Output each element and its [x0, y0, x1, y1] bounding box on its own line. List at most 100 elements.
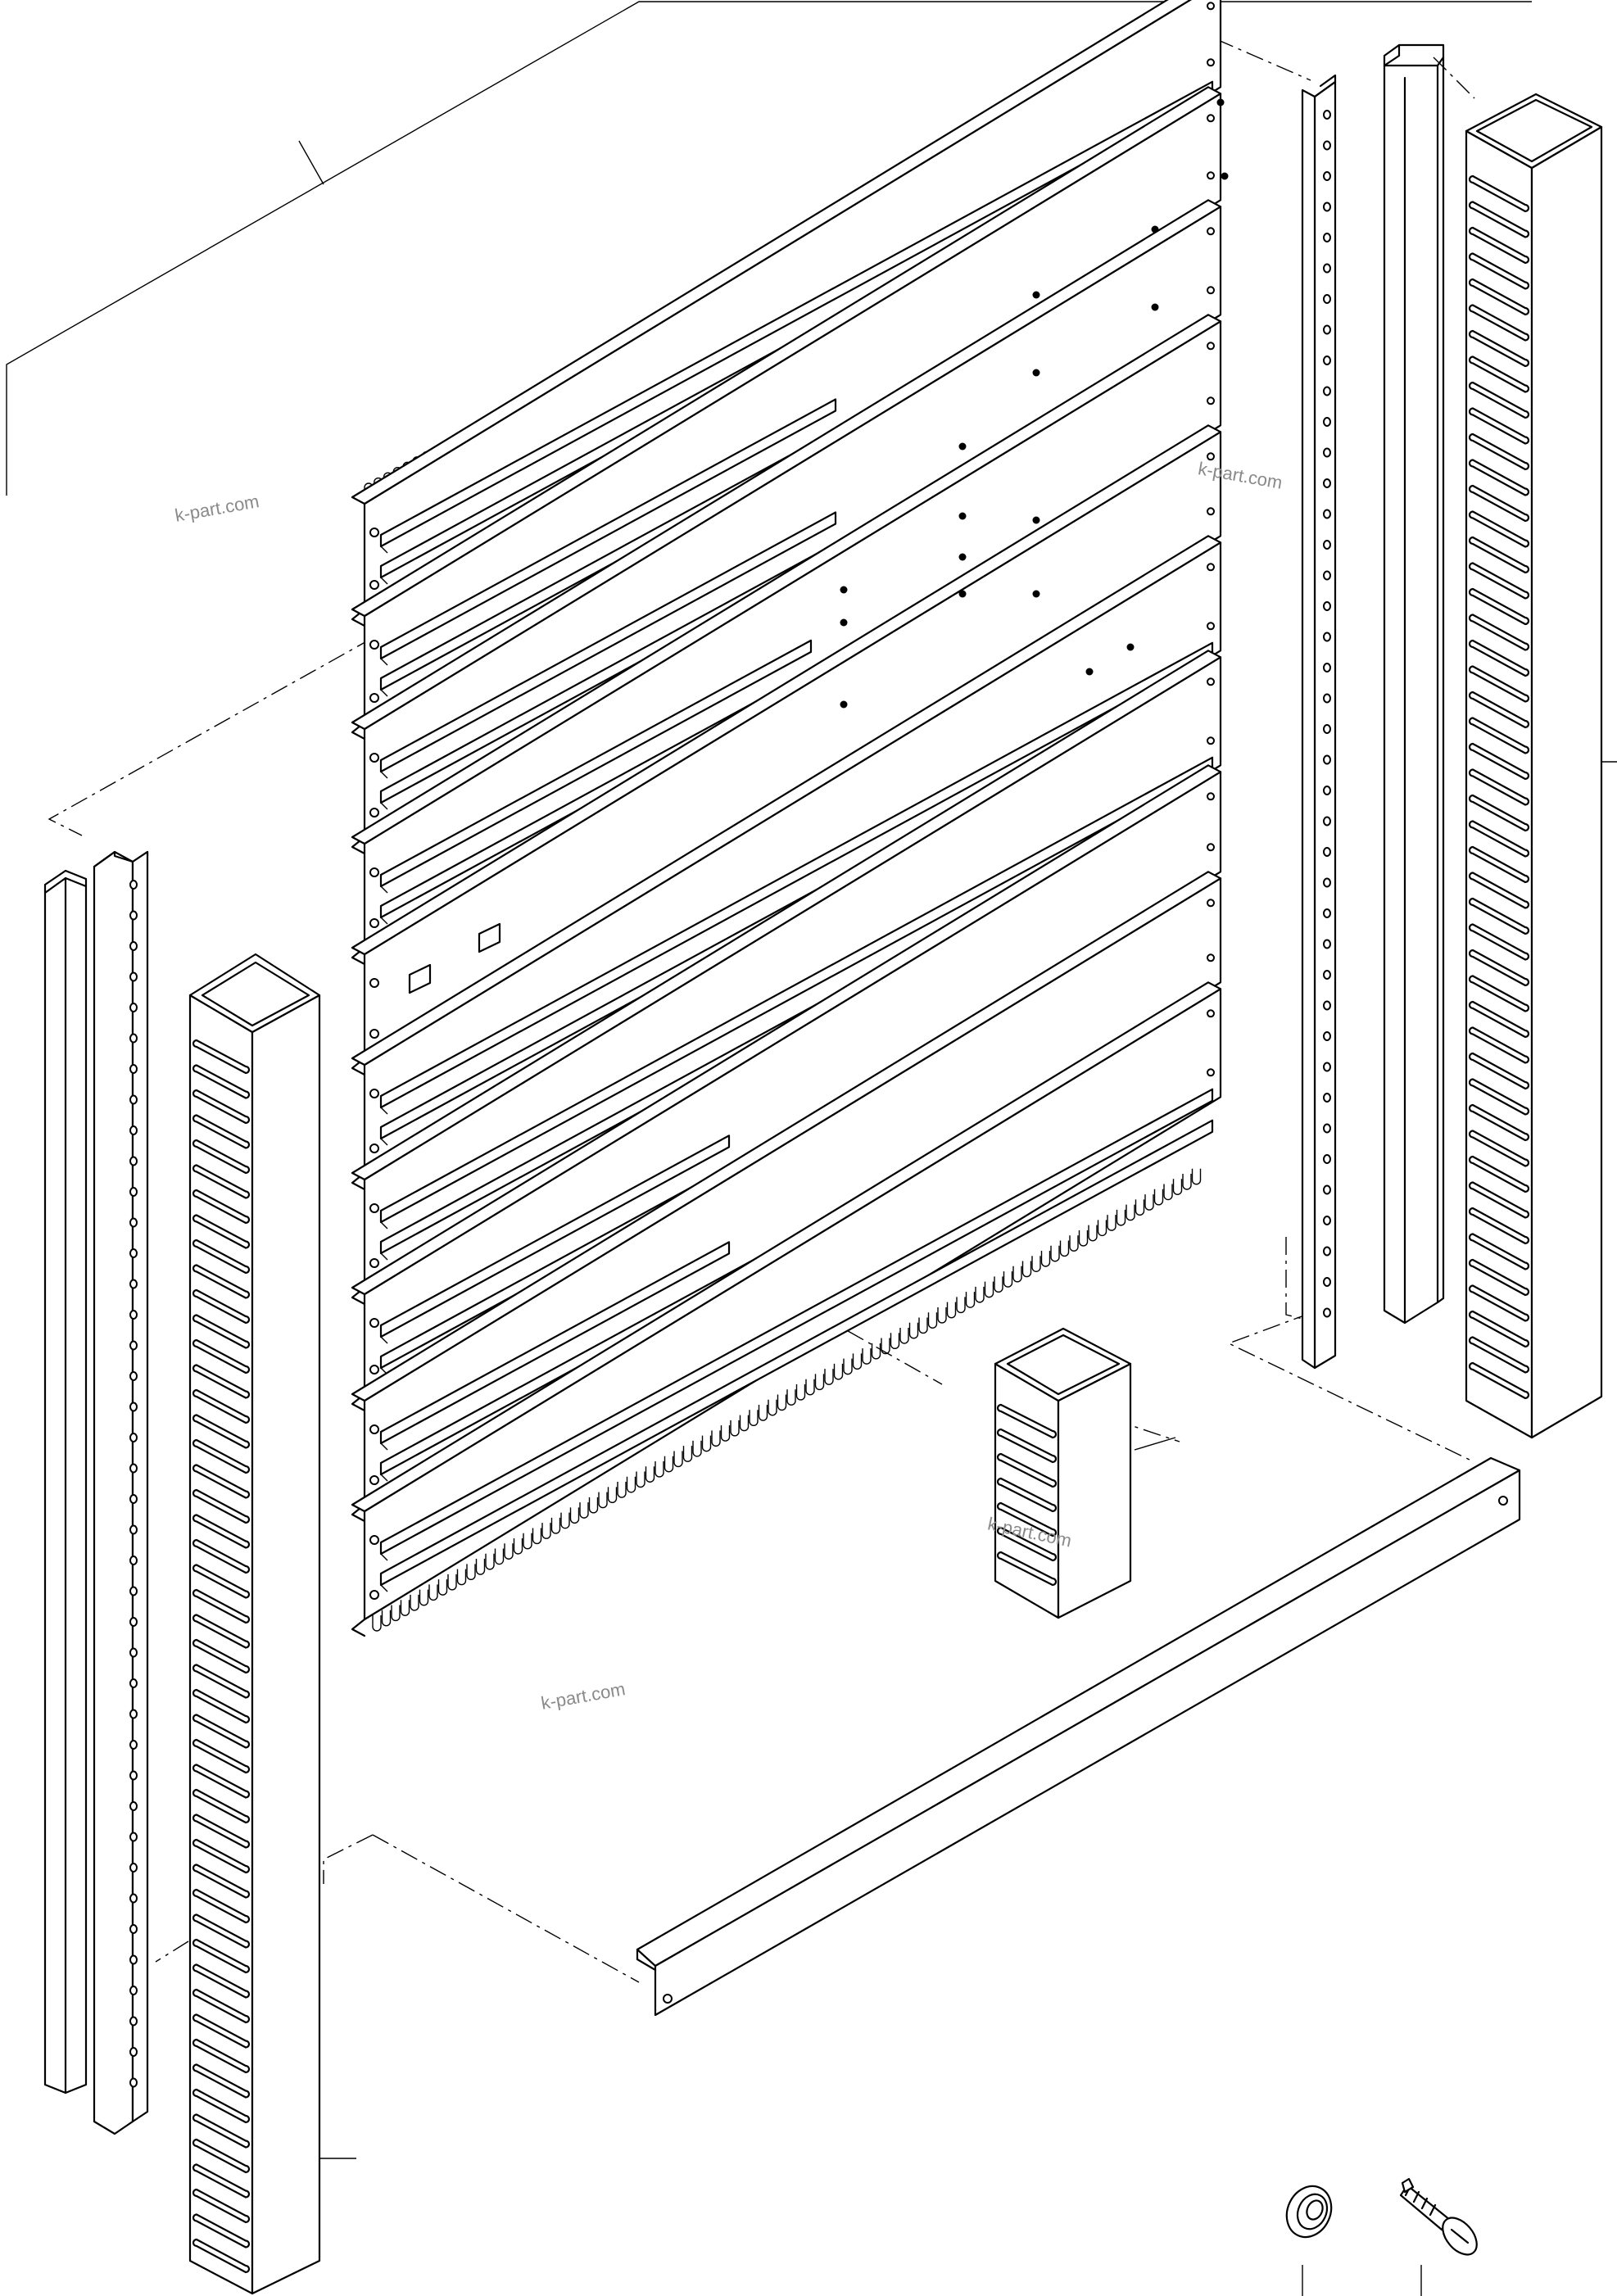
rail-hole — [129, 1094, 138, 1105]
comb-tooth — [937, 1307, 947, 1324]
duct-slot — [192, 2113, 251, 2149]
duct-slot — [192, 1588, 251, 1624]
duct-slot — [1468, 1284, 1530, 1322]
comb-tooth — [1163, 1184, 1173, 1201]
comb-tooth — [541, 1523, 551, 1539]
comb-tooth — [466, 1564, 476, 1580]
panel-strip-flange — [351, 86, 1222, 618]
comb-tooth — [1078, 1230, 1089, 1247]
comb-tooth — [1191, 1168, 1202, 1185]
comb-tooth — [1126, 1204, 1135, 1221]
duct-slot — [192, 1664, 251, 1699]
panel-strip-flange — [351, 314, 1222, 845]
comb-tooth — [400, 1600, 410, 1616]
rail-hole — [129, 1770, 138, 1781]
duct-slot — [1468, 1233, 1530, 1270]
comb-tooth — [456, 1569, 467, 1586]
self-tapping-screw — [1399, 2177, 1478, 2256]
duct-slot — [1468, 820, 1530, 858]
strip-hole — [1207, 342, 1215, 351]
rail-hole — [1323, 478, 1331, 488]
panel-hole — [958, 512, 967, 520]
duct-slot — [192, 1164, 251, 1199]
comb-tooth — [532, 1528, 542, 1545]
comb-tooth — [881, 1338, 890, 1355]
duct-slot — [996, 1428, 1058, 1464]
duct-slot — [192, 1788, 251, 1824]
duct-slot — [1468, 897, 1530, 935]
left-angle-strip — [43, 869, 88, 2094]
rail-hole — [1323, 754, 1331, 765]
strip-hole — [369, 1029, 379, 1039]
strip-hole — [369, 528, 379, 537]
rail-hole-2 — [1498, 1496, 1508, 1506]
rail-hole — [1323, 447, 1331, 458]
rail-hole — [129, 1832, 138, 1842]
comb-tooth — [682, 1446, 693, 1462]
rail-hole — [1323, 970, 1331, 980]
comb-tooth — [1097, 1220, 1107, 1237]
comb-tooth — [1116, 1209, 1126, 1226]
panel-cutout — [478, 922, 501, 953]
comb-tooth — [984, 1281, 994, 1298]
comb-tooth — [956, 1297, 966, 1314]
duct-slot — [192, 1414, 251, 1449]
duct-slot — [1468, 381, 1530, 419]
duct-slot — [192, 1064, 251, 1099]
rail-hole — [1323, 263, 1331, 274]
rail-hole — [129, 941, 138, 951]
rail-hole — [129, 1371, 138, 1381]
strip-hole — [1207, 507, 1215, 516]
right-slotted-duct — [1465, 93, 1603, 1439]
panel-hole — [1126, 643, 1135, 651]
rail-hole — [129, 2047, 138, 2057]
rail-hole — [129, 1863, 138, 1873]
panel-bar — [379, 639, 813, 888]
strip-hole — [369, 1203, 379, 1213]
panel-strip-lip — [351, 1618, 366, 1637]
rail-hole — [129, 1893, 138, 1904]
panel-bar — [379, 511, 837, 773]
duct-slot — [192, 1089, 251, 1125]
frame-outline — [6, 1, 1532, 496]
strip-hole — [369, 753, 379, 763]
duct-slot — [192, 1214, 251, 1249]
duct-slot — [192, 1938, 251, 1974]
duct-slot — [1468, 1310, 1530, 1348]
rail-hole — [1323, 386, 1331, 396]
comb-tooth — [824, 1369, 834, 1385]
duct-slot — [1468, 278, 1530, 316]
duct-slot — [192, 2013, 251, 2049]
duct-slot — [1468, 1052, 1530, 1090]
rail-hole — [1323, 1062, 1331, 1072]
rail-hole — [129, 1709, 138, 1719]
duct-slot — [192, 2088, 251, 2124]
strip-hole — [369, 918, 379, 928]
duct-slot — [192, 1314, 251, 1349]
duct-slot — [1468, 949, 1530, 987]
comb-tooth — [1088, 1225, 1098, 1242]
duct-slot — [192, 1239, 251, 1275]
duct-slot — [1468, 510, 1530, 548]
comb-tooth — [1153, 1189, 1164, 1206]
rail-hole — [129, 910, 138, 921]
comb-tooth — [372, 1615, 382, 1632]
duct-slot — [192, 2238, 251, 2274]
duct-slot — [1468, 639, 1530, 677]
rail-hole — [129, 1647, 138, 1658]
rail-hole — [1323, 417, 1331, 427]
duct-slot — [192, 2163, 251, 2199]
duct-slot — [192, 1488, 251, 1524]
rail-hole — [1323, 1154, 1331, 1164]
comb-tooth — [946, 1302, 957, 1319]
panel-strip-flange — [351, 650, 1222, 1181]
rail-hole — [1323, 1216, 1331, 1225]
comb-tooth — [862, 1348, 872, 1365]
rail-hole — [1323, 816, 1331, 826]
rail-hole — [1323, 202, 1331, 212]
rail-hole — [1323, 294, 1331, 304]
rail-hole — [129, 1986, 138, 1995]
panel-strip-flange — [351, 871, 1222, 1402]
duct-slot — [1468, 1207, 1530, 1245]
comb-tooth — [927, 1312, 938, 1329]
